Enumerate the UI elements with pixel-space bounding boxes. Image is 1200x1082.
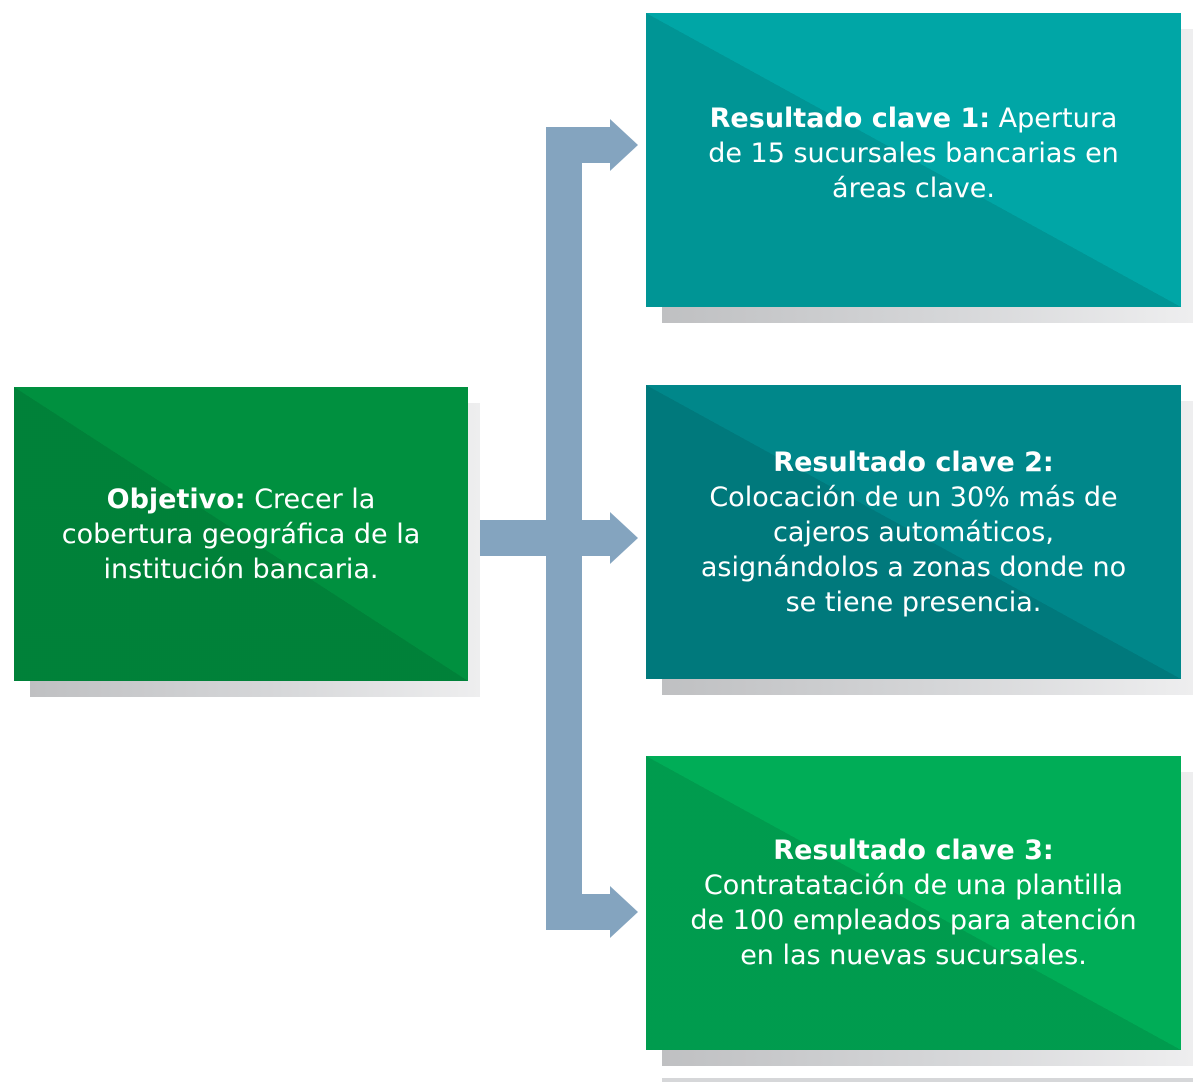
bottom-divider [662,1078,1193,1082]
key-result-1-text-block: Resultado clave 1: Apertura de 15 sucurs… [691,101,1136,206]
key-result-2-card: Resultado clave 2: Colocación de un 30% … [646,385,1181,679]
key-result-2-label: Resultado clave 2: [773,446,1054,478]
objective-card: Objetivo: Crecer la cobertura geográfica… [14,387,468,681]
objective-text: Crecer la cobertura geográfica de la ins… [61,483,421,585]
connector-from-objective [468,520,548,556]
connector-branch-1 [580,127,612,163]
connector-branch-3 [580,894,612,930]
connector-trunk [546,127,582,930]
connector-branch-2 [580,520,612,556]
key-result-1-card: Resultado clave 1: Apertura de 15 sucurs… [646,13,1181,307]
key-result-1-label: Resultado clave 1: [709,103,991,134]
key-result-3-text: Contratatación de una plantilla de 100 e… [690,870,1137,971]
objective-label: Objetivo: [106,483,246,515]
key-result-1-text: Apertura de 15 sucursales bancarias en á… [708,103,1119,204]
key-result-3-card: Resultado clave 3: Contratatación de una… [646,756,1181,1050]
arrow-head-1 [610,119,638,171]
key-result-3-text-block: Resultado clave 3: Contratatación de una… [686,833,1141,973]
key-result-2-text: Colocación de un 30% más de cajeros auto… [700,481,1127,618]
key-result-3-label: Resultado clave 3: [773,835,1054,866]
arrow-head-3 [610,886,638,938]
key-result-2-text-block: Resultado clave 2: Colocación de un 30% … [696,445,1131,620]
arrow-head-2 [610,512,638,564]
objective-text-block: Objetivo: Crecer la cobertura geográfica… [44,482,438,587]
